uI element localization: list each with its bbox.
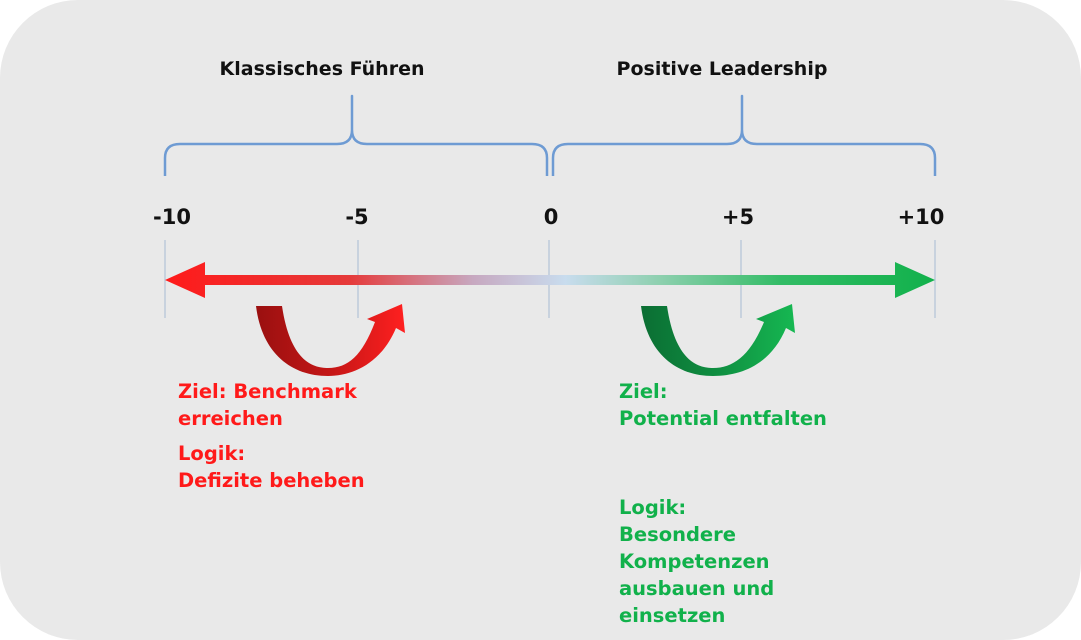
left-logic-text: Logik: Defizite beheben xyxy=(178,440,365,494)
right-logic-line-2: Besondere xyxy=(619,523,736,546)
tick-label-plus-10: +10 xyxy=(897,205,945,229)
left-logic-line-1: Logik: xyxy=(178,442,246,465)
header-classic-leadership: Klassisches Führen xyxy=(219,58,425,80)
right-logic-line-1: Logik: xyxy=(619,496,687,519)
left-logic-line-2: Defizite beheben xyxy=(178,469,365,492)
right-logic-line-4: ausbauen und xyxy=(619,577,775,600)
left-goal-line-2: erreichen xyxy=(178,407,283,430)
double-arrow-axis xyxy=(165,262,935,298)
right-goal-line-1: Ziel: xyxy=(619,380,668,403)
tick-label-zero: 0 xyxy=(543,205,559,229)
left-goal-text: Ziel: Benchmark erreichen xyxy=(178,378,357,432)
tick-label-minus-5: -5 xyxy=(345,205,369,229)
left-goal-line-1: Ziel: Benchmark xyxy=(178,380,357,403)
tick-label-minus-10: -10 xyxy=(153,205,191,229)
right-logic-text: Logik: Besondere Kompetenzen ausbauen un… xyxy=(619,494,774,629)
right-goal-text: Ziel: Potential entfalten xyxy=(619,378,827,432)
right-logic-line-5: einsetzen xyxy=(619,604,726,627)
right-goal-line-2: Potential entfalten xyxy=(619,407,827,430)
left-curly-bracket xyxy=(163,94,549,176)
right-curly-bracket xyxy=(551,94,937,176)
left-u-turn-arrow-icon xyxy=(256,304,405,376)
right-u-turn-arrow-icon xyxy=(641,304,795,376)
tick-label-plus-5: +5 xyxy=(721,205,755,229)
header-positive-leadership: Positive Leadership xyxy=(616,58,828,80)
right-logic-line-3: Kompetenzen xyxy=(619,550,770,573)
